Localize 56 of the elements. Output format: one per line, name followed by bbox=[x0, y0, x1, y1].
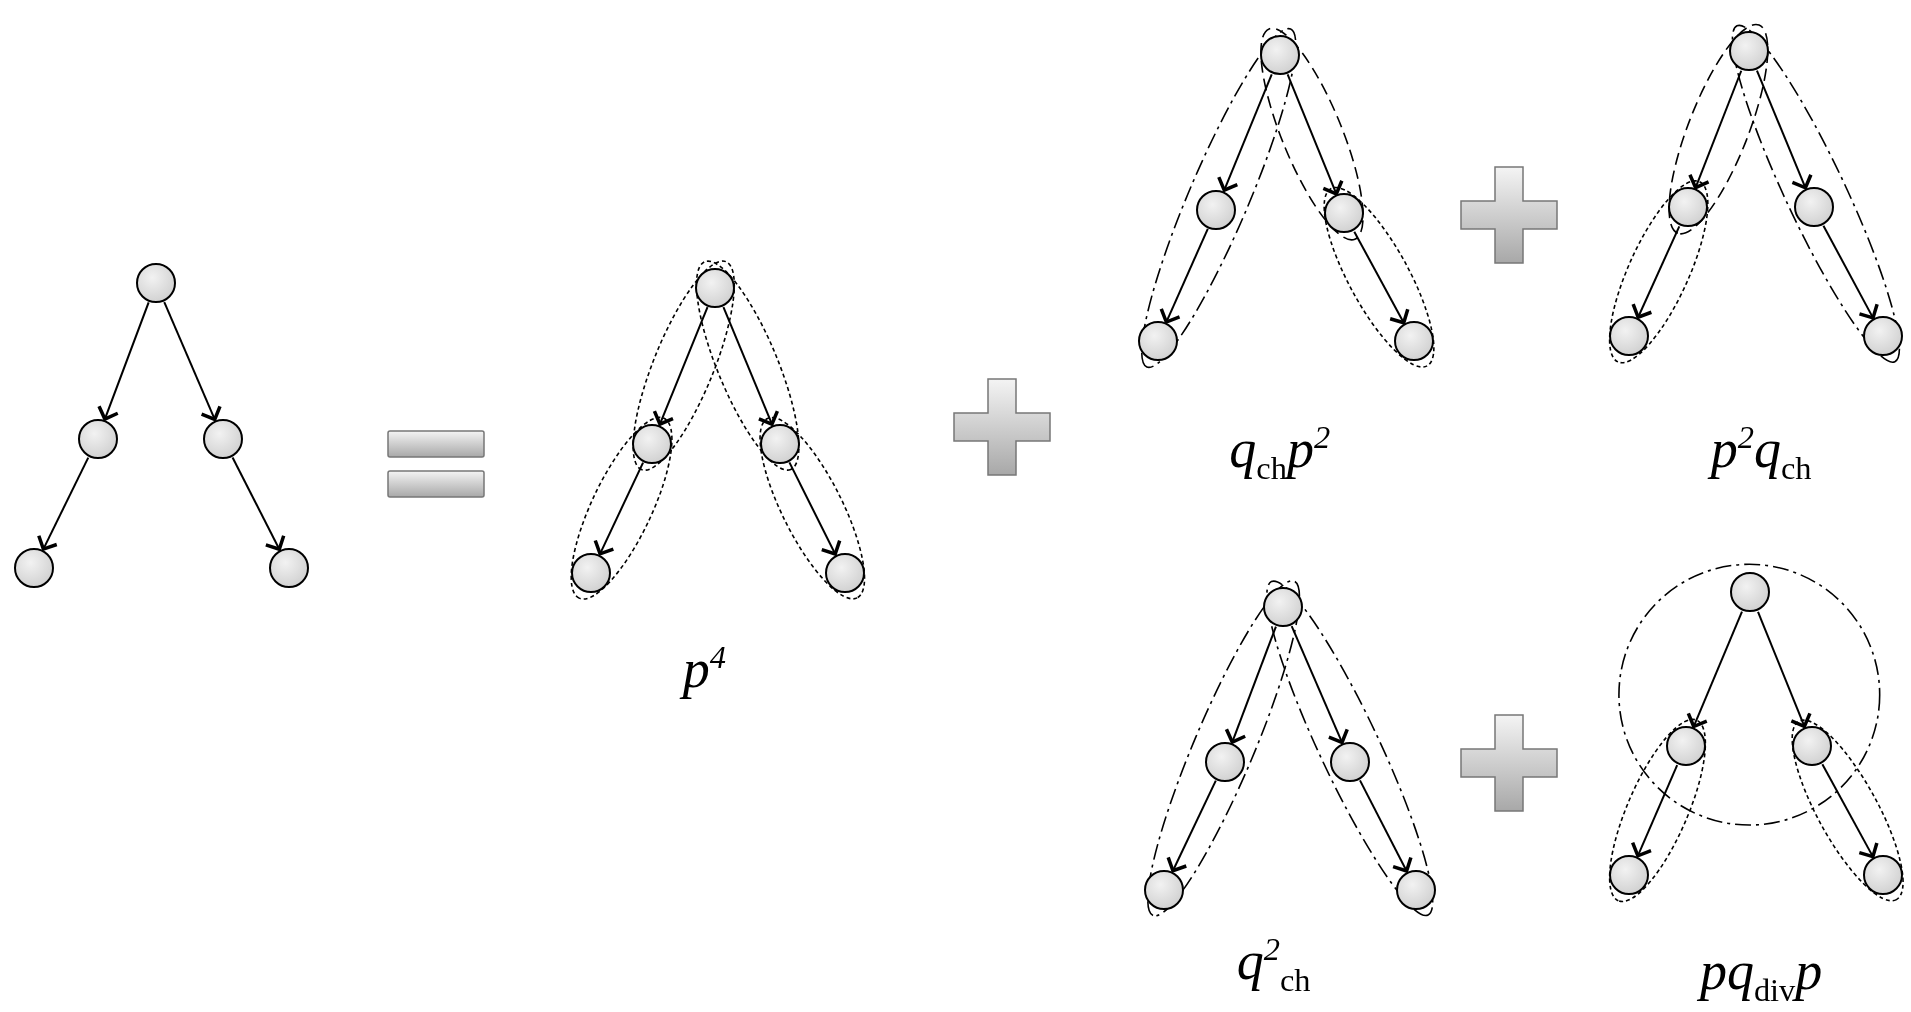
arrow bbox=[1688, 69, 1743, 190]
arrow bbox=[1217, 73, 1273, 192]
graph-node bbox=[1196, 189, 1237, 230]
math-label: pq$_{div}$p bbox=[1699, 943, 1823, 1007]
graph-node bbox=[760, 423, 800, 464]
graph-node bbox=[1330, 741, 1371, 782]
arrow bbox=[722, 306, 780, 426]
arrow bbox=[1822, 224, 1879, 320]
arrow bbox=[1353, 230, 1410, 325]
arrow bbox=[163, 301, 222, 422]
arrow bbox=[1630, 764, 1679, 858]
graph-node bbox=[268, 547, 309, 588]
graph-node bbox=[1665, 725, 1706, 766]
arrow bbox=[1359, 779, 1413, 873]
math-label: q$_{ch}$p$^{2}$ bbox=[1229, 421, 1331, 485]
graph-node bbox=[571, 552, 612, 593]
graph-node bbox=[203, 418, 244, 459]
graph-node bbox=[1396, 869, 1437, 910]
graph-node bbox=[695, 267, 736, 308]
arrow bbox=[1686, 610, 1743, 729]
graph-node bbox=[1793, 187, 1834, 228]
arrow bbox=[1757, 610, 1812, 729]
graph-node bbox=[1324, 193, 1365, 234]
graph-node bbox=[1137, 321, 1178, 362]
arrow bbox=[1821, 763, 1879, 859]
graph-node bbox=[1792, 725, 1833, 766]
arrow bbox=[1286, 73, 1344, 196]
arrow bbox=[1224, 625, 1277, 744]
arrow bbox=[231, 456, 286, 551]
arrow bbox=[1166, 779, 1217, 873]
arrow bbox=[1290, 625, 1349, 745]
graph-node bbox=[1862, 855, 1903, 896]
arrow bbox=[788, 461, 842, 556]
graph-node bbox=[14, 547, 55, 588]
graph-node bbox=[1263, 586, 1304, 627]
graph-node bbox=[1609, 316, 1650, 357]
graph-node bbox=[1862, 316, 1903, 357]
graph-node bbox=[1204, 741, 1245, 782]
graph-node bbox=[1667, 187, 1708, 228]
graph-node bbox=[1259, 34, 1300, 75]
graph-node bbox=[1730, 572, 1771, 613]
arrow bbox=[1631, 225, 1681, 319]
graph-node bbox=[1393, 321, 1434, 362]
arrow bbox=[652, 306, 709, 426]
graph-node bbox=[824, 552, 865, 593]
graph-node bbox=[632, 423, 673, 464]
arrow bbox=[37, 456, 90, 551]
arrow bbox=[97, 301, 150, 421]
arrow bbox=[1159, 227, 1209, 324]
arrow bbox=[1755, 69, 1813, 190]
graph-node bbox=[1143, 869, 1184, 910]
graph-node bbox=[1609, 855, 1650, 896]
arrow bbox=[593, 461, 645, 556]
graph-node bbox=[1728, 31, 1769, 72]
graph-node bbox=[136, 262, 176, 303]
graph-node bbox=[77, 418, 118, 459]
